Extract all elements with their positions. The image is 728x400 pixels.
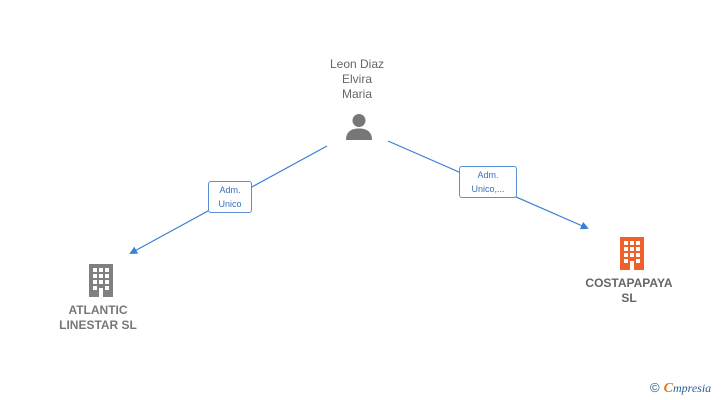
brand-name: mpresia [672,381,712,395]
edge-label-adm-unico: Adm. Unico [208,181,252,213]
atlantic-node-label[interactable]: ATLANTIC LINESTAR SL [59,303,137,332]
empresia-logo[interactable]: ©Cmpresia [650,380,711,397]
building-icon[interactable] [86,262,116,298]
copyright-symbol: © [650,380,660,395]
costapapaya-node-label[interactable]: COSTAPAPAYA SL [585,276,673,305]
edge-label-adm-unico-more: Adm. Unico,... [459,166,517,198]
person-icon[interactable] [344,112,374,142]
building-icon[interactable] [617,235,647,271]
brand-initial: C [663,381,673,396]
person-node-label[interactable]: Leon Diaz Elvira Maria [329,57,385,101]
